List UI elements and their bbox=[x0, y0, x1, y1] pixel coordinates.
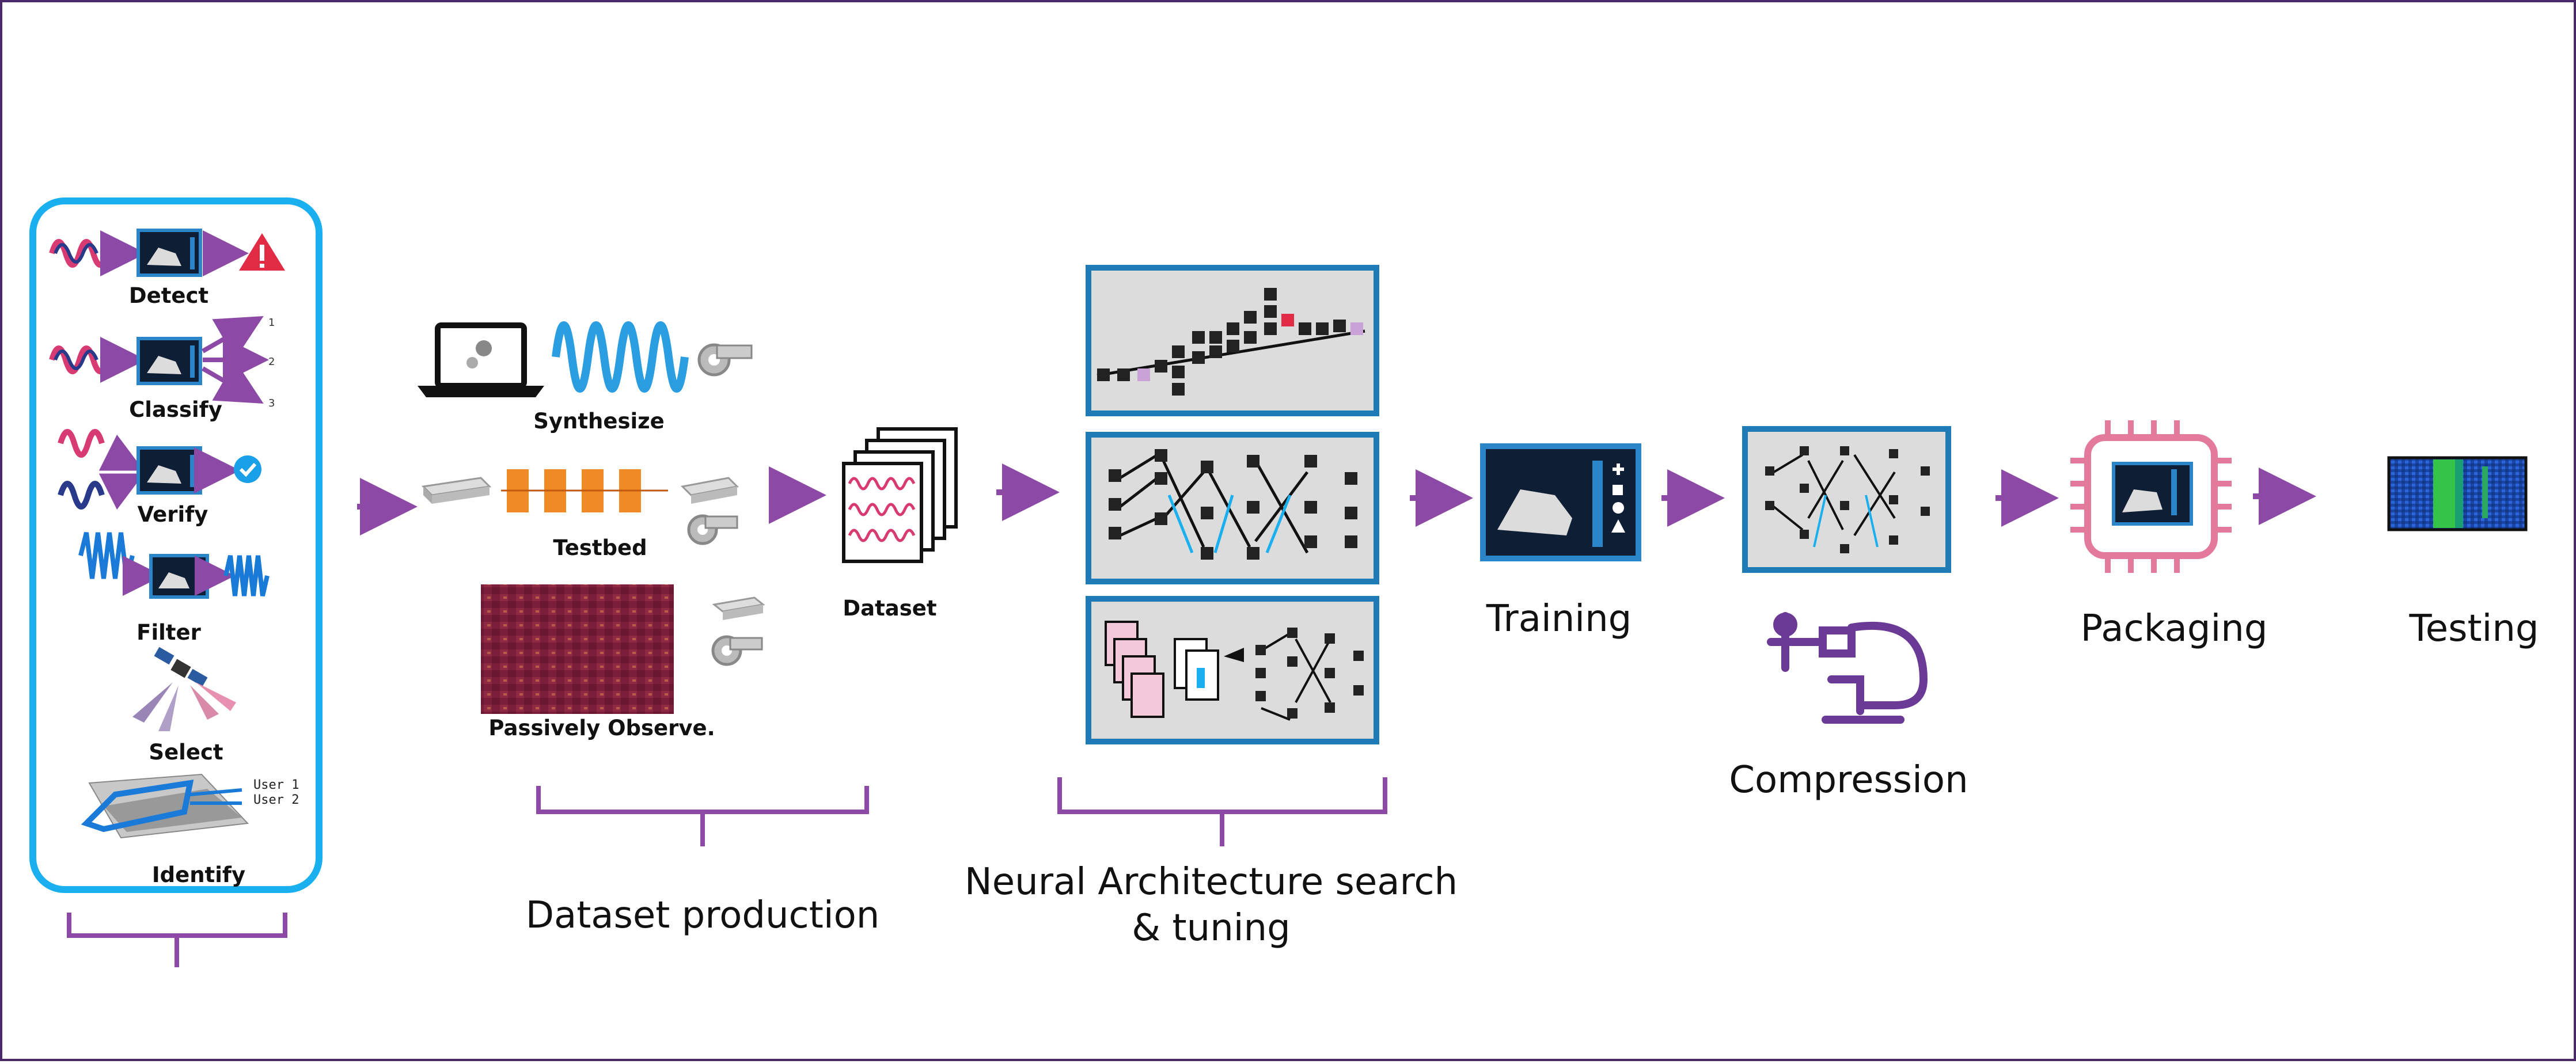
dataset-production-bracket bbox=[536, 786, 869, 846]
task-label-identify: Identify bbox=[151, 862, 246, 887]
panel-bracket bbox=[67, 913, 287, 967]
dataset-label: Dataset bbox=[843, 596, 937, 621]
task-label-select: Select bbox=[149, 740, 223, 765]
compressed-network-icon bbox=[1742, 426, 1951, 573]
synthesize-group bbox=[418, 321, 753, 397]
verify-row bbox=[58, 429, 261, 510]
alert-triangle-icon bbox=[239, 233, 285, 271]
source-label-observe: Passively Observe. bbox=[488, 716, 715, 740]
identify-user-1: User 1 bbox=[253, 778, 299, 792]
source-label-synthesize: Synthesize bbox=[533, 409, 665, 434]
stage-label-nas-line1: Neural Architecture search bbox=[964, 861, 1458, 903]
detect-row bbox=[49, 229, 285, 277]
radio-device-icon bbox=[421, 477, 492, 504]
nas-box-3 bbox=[1086, 596, 1379, 744]
laptop-gear-icon bbox=[418, 322, 544, 397]
stage-label-nas-line2: & tuning bbox=[1132, 907, 1291, 949]
classify-output-2: 2 bbox=[268, 356, 275, 368]
chip-icon bbox=[2070, 420, 2232, 573]
stage-label-dataset-production: Dataset production bbox=[525, 894, 880, 937]
observe-group bbox=[481, 584, 765, 714]
identify-user-2: User 2 bbox=[253, 793, 299, 807]
nas-box-1 bbox=[1086, 265, 1379, 416]
nas-bracket bbox=[1057, 777, 1387, 846]
task-label-filter: Filter bbox=[136, 620, 201, 645]
stage-label-compression: Compression bbox=[1729, 759, 1968, 801]
classify-output-3: 3 bbox=[268, 397, 275, 409]
satellite-icon bbox=[154, 647, 208, 687]
source-label-testbed: Testbed bbox=[553, 535, 647, 560]
task-label-verify: Verify bbox=[137, 502, 208, 527]
classify-output-1: 1 bbox=[268, 317, 275, 329]
stage-label-training: Training bbox=[1486, 598, 1632, 640]
classify-row bbox=[49, 316, 269, 404]
nas-box-2 bbox=[1086, 432, 1379, 584]
select-row bbox=[132, 647, 236, 731]
training-model-icon bbox=[1480, 443, 1641, 561]
testbed-group bbox=[421, 469, 739, 545]
stage-label-packaging: Packaging bbox=[2080, 607, 2268, 650]
check-circle-icon bbox=[234, 455, 261, 483]
tape-measure-icon bbox=[697, 343, 753, 377]
identify-row bbox=[81, 773, 249, 839]
heatmap-image bbox=[481, 584, 674, 714]
task-label-detect: Detect bbox=[128, 283, 209, 308]
clamp-icon bbox=[1767, 612, 1928, 724]
filter-row bbox=[78, 532, 270, 599]
task-label-classify: Classify bbox=[129, 397, 222, 422]
spectrogram-icon bbox=[2387, 456, 2528, 531]
dataset-stack-icon bbox=[842, 427, 958, 563]
stage-label-testing: Testing bbox=[2409, 607, 2539, 650]
signal-wave-icon bbox=[49, 239, 110, 268]
model-screen-icon bbox=[136, 229, 202, 277]
testbed-signal-plot bbox=[501, 469, 668, 512]
